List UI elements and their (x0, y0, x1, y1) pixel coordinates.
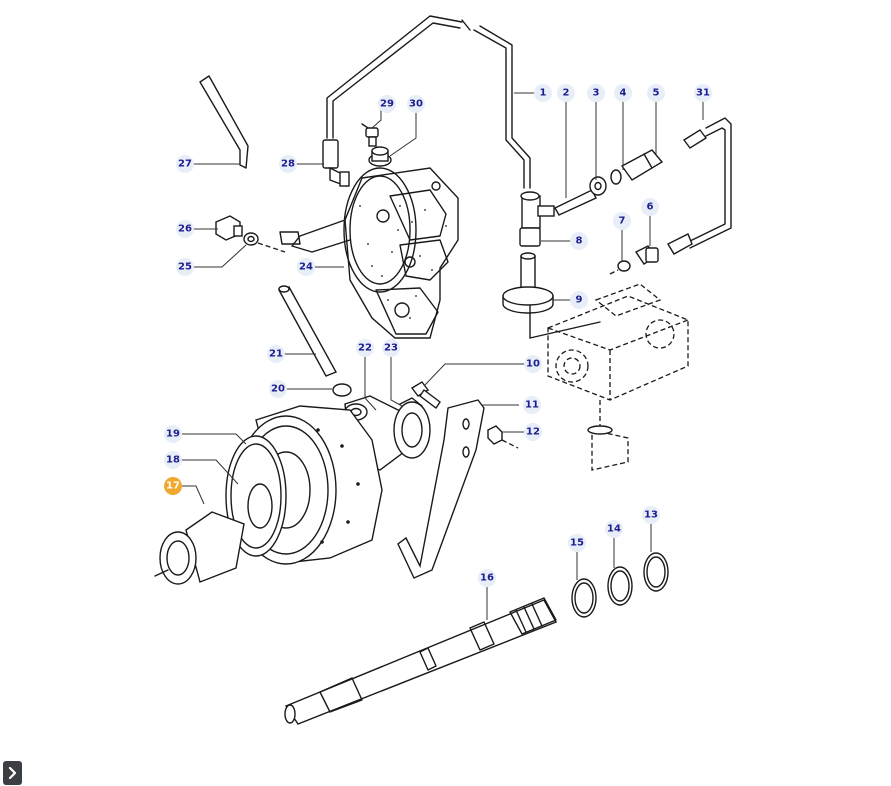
callout-21[interactable]: 21 (267, 345, 285, 363)
part-bushing-3 (589, 176, 607, 196)
part-ghost-gearbox (529, 283, 689, 471)
callout-number: 1 (540, 88, 547, 99)
callout-4[interactable]: 4 (614, 84, 632, 102)
callout-27[interactable]: 27 (176, 155, 194, 173)
part-pipe (326, 15, 531, 189)
callout-26[interactable]: 26 (176, 220, 194, 238)
callout-number: 20 (271, 384, 285, 395)
callout-11[interactable]: 11 (523, 396, 541, 414)
callout-20[interactable]: 20 (269, 380, 287, 398)
callout-16[interactable]: 16 (478, 569, 496, 587)
callout-number: 16 (480, 573, 494, 584)
part-hex-nut-26 (215, 215, 243, 241)
callout-15[interactable]: 15 (568, 534, 586, 552)
callout-number: 5 (653, 88, 660, 99)
callout-28[interactable]: 28 (279, 155, 297, 173)
callout-number: 19 (166, 429, 180, 440)
part-ring-14 (607, 566, 633, 606)
callout-number: 17 (166, 481, 180, 492)
callout-number: 18 (166, 455, 180, 466)
callout-number: 13 (644, 510, 658, 521)
part-oring-7 (609, 260, 631, 275)
callout-number: 30 (409, 99, 423, 110)
part-pump-housing (279, 167, 459, 339)
callout-25[interactable]: 25 (176, 258, 194, 276)
callout-13[interactable]: 13 (642, 506, 660, 524)
part-elbow-fitting (322, 139, 350, 188)
callout-30[interactable]: 30 (407, 95, 425, 113)
callout-number: 2 (563, 88, 570, 99)
part-filter-5 (620, 149, 664, 181)
part-oring-20 (332, 383, 352, 397)
part-sleeve-17 (154, 511, 245, 585)
callout-1[interactable]: 1 (534, 84, 552, 102)
part-hose-31 (667, 117, 732, 255)
callout-22[interactable]: 22 (356, 339, 374, 357)
callout-number: 21 (269, 349, 283, 360)
part-small-fitting (361, 123, 379, 147)
callout-23[interactable]: 23 (382, 339, 400, 357)
part-union-6 (634, 245, 659, 265)
part-flange-23 (393, 397, 431, 459)
callout-29[interactable]: 29 (378, 95, 396, 113)
callout-3[interactable]: 3 (587, 84, 605, 102)
callout-number: 12 (526, 427, 540, 438)
callout-18[interactable]: 18 (164, 451, 182, 469)
callout-number: 22 (358, 343, 372, 354)
callout-number: 23 (384, 343, 398, 354)
callout-number: 14 (607, 524, 621, 535)
part-tube-21 (277, 285, 337, 377)
callout-number: 28 (281, 159, 295, 170)
part-flange-pipe (502, 252, 554, 314)
callout-19[interactable]: 19 (164, 425, 182, 443)
callout-number: 27 (178, 159, 192, 170)
callout-17[interactable]: 17 (164, 477, 182, 495)
callout-number: 29 (380, 99, 394, 110)
callout-number: 9 (576, 295, 583, 306)
callout-2[interactable]: 2 (557, 84, 575, 102)
callout-number: 11 (525, 400, 539, 411)
callout-number: 3 (593, 88, 600, 99)
part-tee-fitting (519, 191, 555, 247)
part-ring-13 (643, 552, 669, 592)
callout-number: 4 (620, 88, 627, 99)
callout-6[interactable]: 6 (641, 198, 659, 216)
part-flat-bar (199, 75, 249, 169)
callout-14[interactable]: 14 (605, 520, 623, 538)
callout-24[interactable]: 24 (297, 258, 315, 276)
part-tube-2 (554, 189, 597, 216)
callout-12[interactable]: 12 (524, 423, 542, 441)
callout-9[interactable]: 9 (570, 291, 588, 309)
part-valve-cap (368, 146, 392, 167)
part-oring-4 (610, 169, 622, 185)
callout-10[interactable]: 10 (524, 355, 542, 373)
expand-panel-button[interactable] (3, 761, 22, 785)
callout-number: 15 (570, 538, 584, 549)
callout-5[interactable]: 5 (647, 84, 665, 102)
callout-number: 25 (178, 262, 192, 273)
callout-31[interactable]: 31 (694, 84, 712, 102)
callout-number: 26 (178, 224, 192, 235)
leader-lines (181, 92, 704, 620)
part-washer-25 (243, 232, 286, 253)
callout-number: 24 (299, 262, 313, 273)
callout-8[interactable]: 8 (570, 232, 588, 250)
callout-number: 10 (526, 359, 540, 370)
callout-number: 7 (619, 216, 626, 227)
callout-number: 8 (576, 236, 583, 247)
part-ring-15 (571, 578, 597, 618)
callout-7[interactable]: 7 (613, 212, 631, 230)
part-splined-shaft-16 (284, 597, 557, 725)
callout-number: 31 (696, 88, 710, 99)
callout-number: 6 (647, 202, 654, 213)
part-nut-12 (487, 425, 519, 449)
